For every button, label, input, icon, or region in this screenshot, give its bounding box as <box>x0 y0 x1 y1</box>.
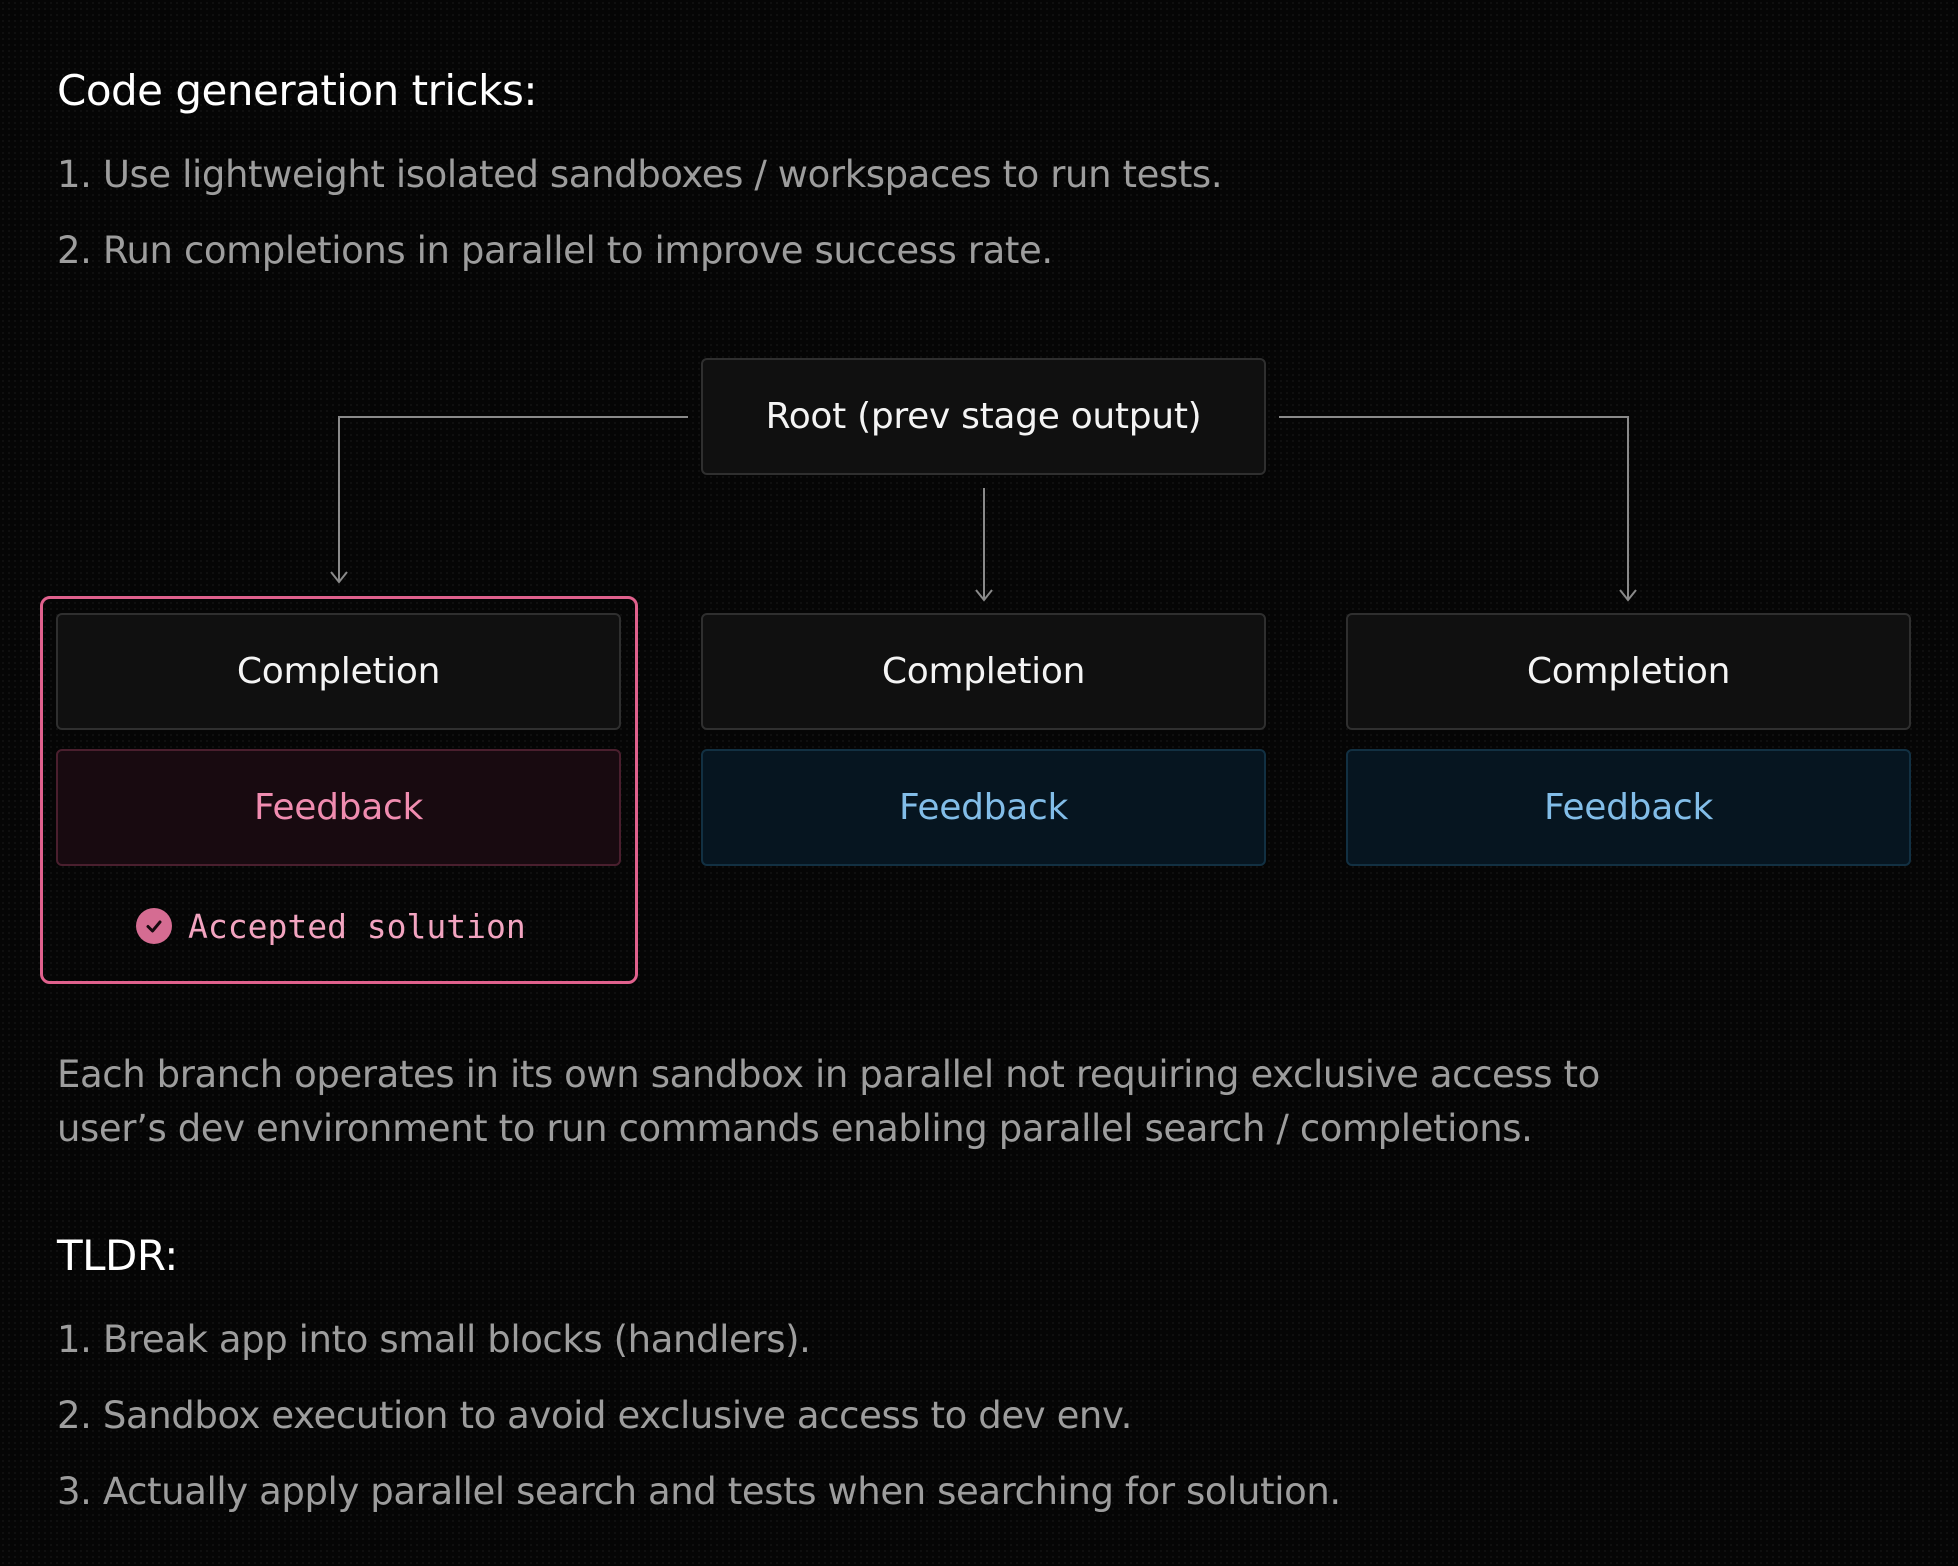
completion-node: Completion <box>701 613 1266 730</box>
root-node: Root (prev stage output) <box>701 358 1266 475</box>
feedback-node: Feedback <box>701 749 1266 866</box>
feedback-node: Feedback <box>56 749 621 866</box>
arrow-down-icon <box>1619 589 1637 602</box>
description-paragraph: Each branch operates in its own sandbox … <box>57 1048 1657 1156</box>
tricks-item: 1. Use lightweight isolated sandboxes / … <box>57 153 1223 196</box>
arrow-down-icon <box>330 571 348 584</box>
tldr-item: 1. Break app into small blocks (handlers… <box>57 1318 811 1361</box>
connector-left <box>338 416 688 582</box>
connector-right <box>1279 416 1629 600</box>
accepted-solution-text: Accepted solution <box>188 906 526 946</box>
completion-node: Completion <box>56 613 621 730</box>
check-circle-icon <box>136 908 172 944</box>
accepted-branch-frame <box>40 596 638 984</box>
tldr-item: 2. Sandbox execution to avoid exclusive … <box>57 1394 1132 1437</box>
description-line: Each branch operates in its own sandbox … <box>57 1053 1600 1096</box>
tricks-heading: Code generation tricks: <box>57 66 538 115</box>
tldr-heading: TLDR: <box>57 1231 178 1280</box>
tldr-item: 3. Actually apply parallel search and te… <box>57 1470 1341 1513</box>
description-line: user’s dev environment to run commands e… <box>57 1107 1533 1150</box>
tricks-item: 2. Run completions in parallel to improv… <box>57 229 1053 272</box>
feedback-node: Feedback <box>1346 749 1911 866</box>
accepted-solution-label: Accepted solution <box>136 903 526 949</box>
arrow-down-icon <box>975 589 993 602</box>
completion-node: Completion <box>1346 613 1911 730</box>
